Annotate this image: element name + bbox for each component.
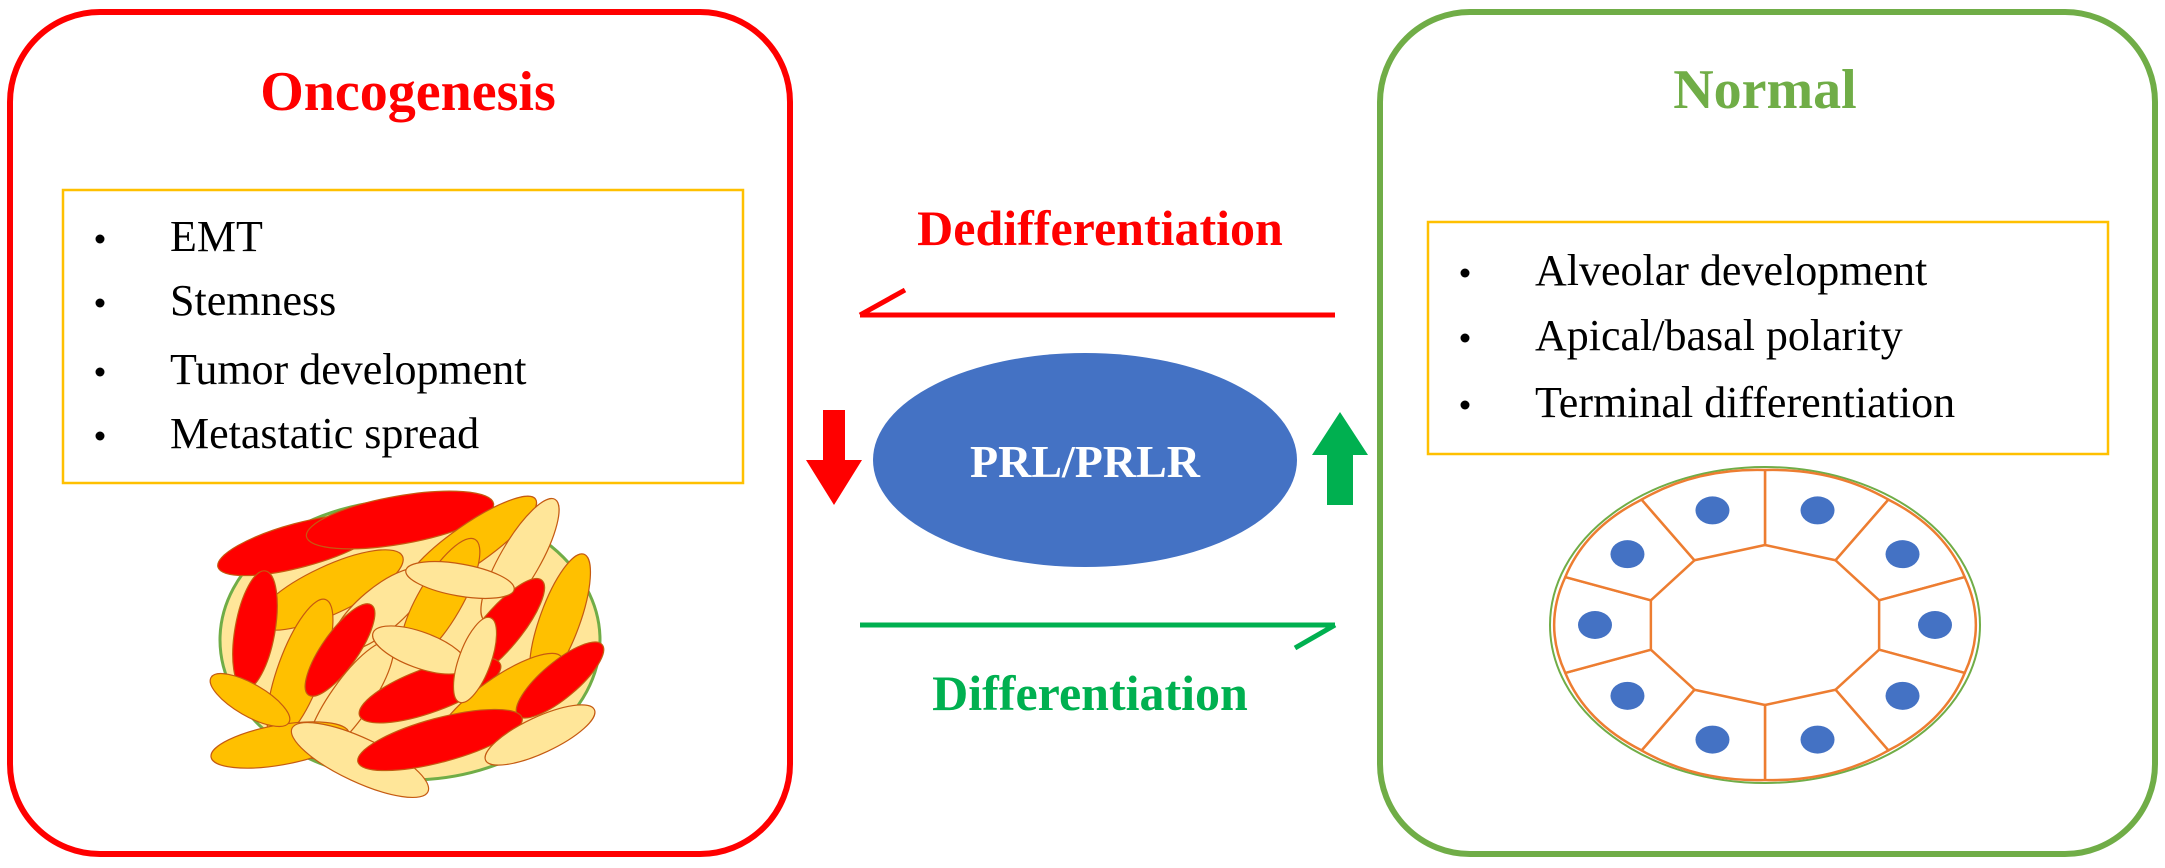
down-arrow-icon [806, 410, 862, 505]
tumor-cell [209, 672, 291, 728]
bullet-icon [1460, 333, 1470, 343]
prl-prlr-ellipse [873, 353, 1297, 567]
list-item: Apical/basal polarity [1535, 311, 1903, 360]
cell-nucleus [1800, 496, 1835, 525]
cell-nucleus [1918, 611, 1952, 639]
list-item: Alveolar development [1535, 246, 1927, 295]
normal-title: Normal [1673, 59, 1857, 121]
bullet-icon [95, 367, 105, 377]
bullet-icon [1460, 400, 1470, 410]
normal-feature-box [1426, 220, 2110, 456]
list-item: EMT [170, 212, 263, 261]
alveolus-outline [1549, 466, 1981, 784]
tumor-cell [452, 616, 498, 704]
list-item: Metastatic spread [170, 409, 479, 458]
tumor-cell-cluster-illustration [209, 490, 605, 799]
differentiation-label: Differentiation [932, 665, 1248, 721]
normal-panel-border [1377, 9, 2158, 857]
oncogenesis-panel: Oncogenesis EMT Stemness Tumor developme… [7, 9, 793, 857]
center-pathway: Dedifferentiation PRL/PRLR Differentiati… [806, 200, 1368, 721]
tumor-cell [357, 708, 523, 772]
tumor-cell [305, 490, 495, 550]
differentiation-arrow [860, 622, 1337, 651]
normal-panel: Normal Alveolar development Apical/basal… [1377, 9, 2158, 857]
oncogenesis-feature-box [61, 188, 745, 485]
bullet-icon [95, 431, 105, 441]
cell-nucleus [1885, 540, 1920, 569]
tumor-cell [405, 560, 515, 600]
oncogenesis-panel-border [7, 9, 793, 857]
cell-nucleus [1610, 540, 1645, 569]
cell-nucleus [1578, 611, 1612, 639]
list-item: Tumor development [170, 345, 526, 394]
bullet-icon [95, 234, 105, 244]
up-arrow-icon [1312, 412, 1368, 505]
oncogenesis-feature-list: EMT Stemness Tumor development Metastati… [95, 212, 526, 458]
cell-nucleus [1800, 725, 1835, 754]
list-item: Stemness [170, 276, 336, 325]
cell-nucleus [1885, 681, 1920, 710]
bullet-icon [95, 298, 105, 308]
alveolus-illustration [1549, 466, 1981, 784]
tumor-cell [484, 704, 596, 766]
oncogenesis-title: Oncogenesis [260, 61, 556, 123]
normal-feature-list: Alveolar development Apical/basal polari… [1460, 246, 1955, 427]
bullet-icon [1460, 268, 1470, 278]
cell-nucleus [1695, 725, 1730, 754]
dedifferentiation-arrow [858, 287, 1335, 318]
prl-prlr-label: PRL/PRLR [970, 436, 1201, 487]
list-item: Terminal differentiation [1535, 378, 1955, 427]
cell-nucleus [1695, 496, 1730, 525]
dedifferentiation-label: Dedifferentiation [917, 200, 1283, 256]
tumor-cell [304, 603, 376, 697]
cell-nucleus [1610, 681, 1645, 710]
